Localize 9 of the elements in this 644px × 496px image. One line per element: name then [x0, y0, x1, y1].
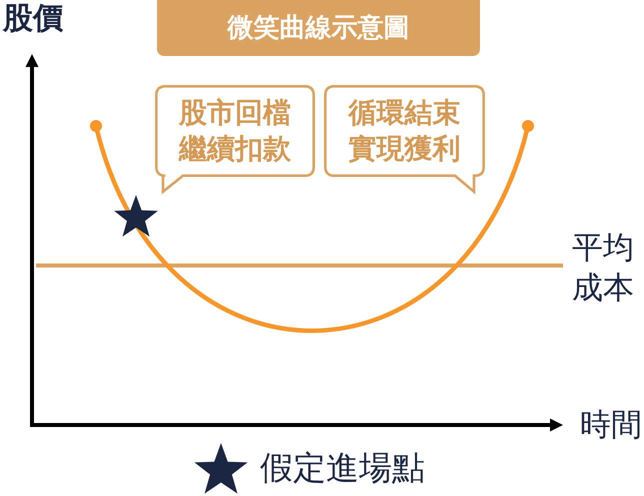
bubble-text: 股市回檔繼續扣款 [177, 95, 292, 167]
axis-label: 股價 [2, 1, 64, 37]
chart-title: 微笑曲線示意圖 [157, 0, 480, 56]
speech-bubble [155, 85, 315, 193]
axis-label: 時間 [580, 406, 642, 445]
speech-bubble [324, 85, 485, 193]
bubble-text: 循環結束實現獲利 [347, 95, 462, 167]
line-label: 平均成本 [572, 229, 635, 308]
legend-text: 假定進場點 [260, 448, 425, 488]
